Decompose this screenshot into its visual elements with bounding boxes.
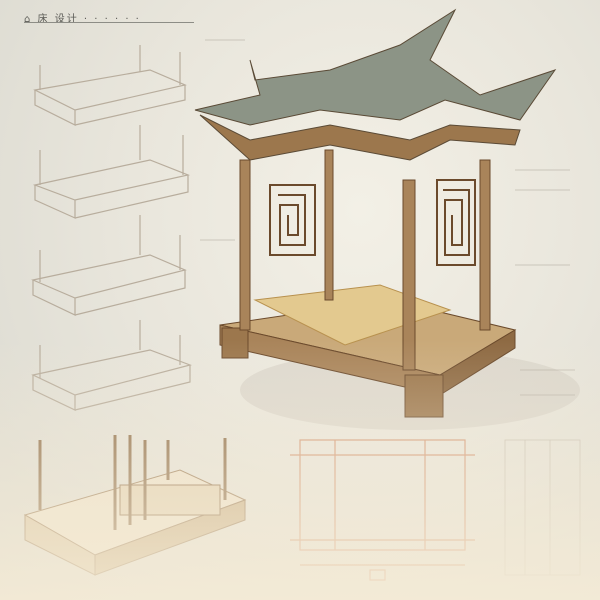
sheet-header: ⌂ 床 设计 · · · · · · <box>24 14 141 25</box>
front-elevation <box>290 439 475 581</box>
header-rule <box>24 22 194 23</box>
sketch-bed-3 <box>31 215 187 316</box>
bed-base-detail <box>23 435 247 576</box>
annotation-lines <box>200 39 575 396</box>
spec-table <box>504 439 581 576</box>
main-canopy-bed-render <box>194 8 580 430</box>
sketch-bed-4 <box>31 320 192 411</box>
sketch-bed-1 <box>33 45 187 126</box>
sketch-bed-2 <box>32 125 191 219</box>
